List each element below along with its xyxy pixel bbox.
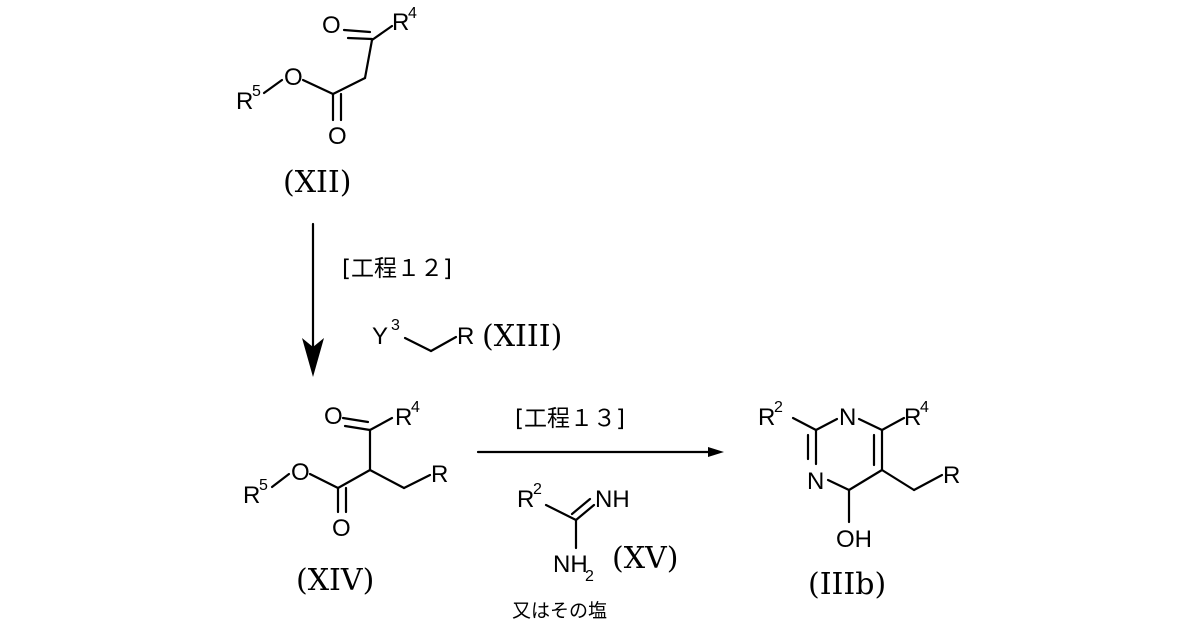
compound-iiib-n1: N	[839, 404, 856, 431]
compound-xiv-label: (XIV)	[296, 563, 374, 598]
compound-xii-r5: R	[236, 88, 253, 115]
compound-iiib-r2-superscript: 2	[774, 399, 783, 416]
compound-iiib-r4-superscript: 4	[920, 399, 929, 416]
reagent-xv-r2: R	[517, 486, 534, 513]
compound-iiib: R 2 N R 4 N R OH (IIIb)	[758, 399, 960, 602]
compound-xii-r4: R	[392, 9, 409, 36]
step-12: [工程１２] Y 3 R (XIII)	[302, 224, 562, 377]
compound-xiv-r5-superscript: 5	[259, 477, 268, 494]
compound-iiib-r4: R	[904, 404, 921, 431]
reagent-xv-label: (XV)	[612, 541, 678, 576]
compound-iiib-hydroxyl: OH	[836, 526, 872, 553]
compound-xii: O R 4 O R 5 O (XII)	[236, 5, 417, 200]
compound-xii-label: (XII)	[283, 165, 351, 200]
compound-xiv-r5: R	[243, 482, 260, 509]
reagent-xv-salt-note: 又はその塩	[512, 600, 607, 622]
reagent-xiii-label: (XIII)	[482, 319, 562, 354]
compound-iiib-label: (IIIb)	[808, 567, 886, 602]
compound-xiv-r: R	[431, 461, 448, 488]
reagent-xv-amidine: R 2 NH NH 2 (XV)	[517, 481, 678, 585]
reagent-xv-r2-superscript: 2	[533, 481, 542, 498]
reagent-xv-imine-nh: NH	[595, 486, 630, 513]
compound-xii-carbonyl-oxygen: O	[328, 123, 347, 150]
compound-xiv-r4-superscript: 4	[411, 399, 420, 416]
step-12-label: [工程１２]	[342, 256, 452, 282]
compound-iiib-r2: R	[758, 404, 775, 431]
compound-xiv-r4: R	[395, 404, 412, 431]
compound-xii-ketone-oxygen: O	[322, 12, 341, 39]
step-13-label: [工程１３]	[515, 406, 625, 432]
compound-xiv-carbonyl-oxygen: O	[332, 515, 351, 542]
compound-xii-r4-superscript: 4	[408, 5, 417, 22]
reagent-xv-amine-nh2: NH	[553, 551, 588, 578]
compound-xiv-ester-oxygen: O	[291, 459, 310, 486]
compound-xiv-ketone-oxygen: O	[324, 403, 343, 430]
compound-xii-r5-superscript: 5	[252, 83, 261, 100]
reagent-xv-amine-subscript: 2	[585, 568, 594, 585]
step-13-arrowhead	[708, 447, 724, 457]
compound-iiib-r: R	[943, 462, 960, 489]
compound-xii-ester-oxygen: O	[284, 64, 303, 91]
compound-iiib-n3: N	[807, 468, 824, 495]
compound-xiv: O R 4 R O R 5 O (XIV)	[243, 399, 448, 598]
reagent-xiii-y-superscript: 3	[391, 317, 400, 334]
step-13: [工程１３] R 2 NH NH 2 (XV) 又はその塩	[478, 406, 724, 622]
reagent-xiii-y: Y	[372, 323, 388, 350]
reagent-xiii-r: R	[457, 323, 474, 350]
reagent-xiii: Y 3 R (XIII)	[372, 317, 562, 354]
